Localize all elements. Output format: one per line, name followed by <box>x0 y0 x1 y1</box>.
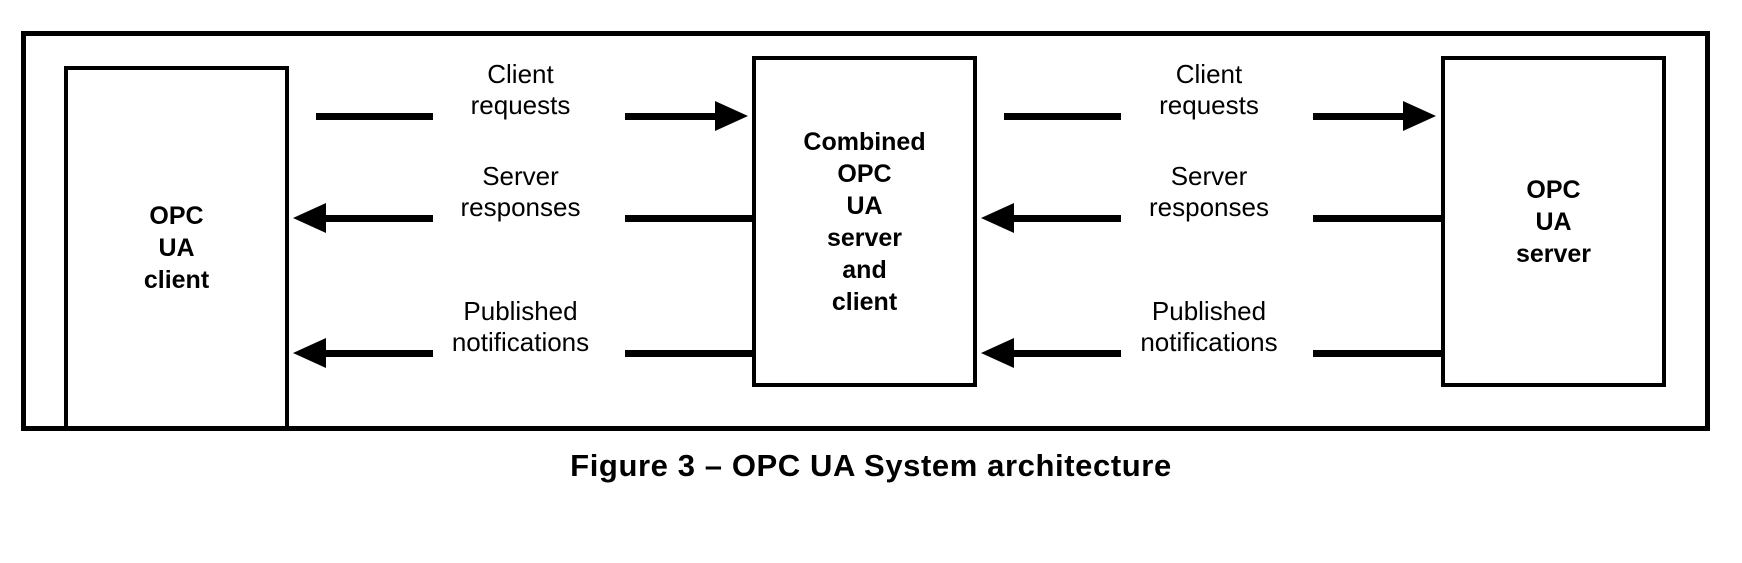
node-label-line: client <box>831 287 898 316</box>
figure-caption: Figure 3 – OPC UA System architecture <box>570 448 1172 483</box>
flow-server-responses-left: Server responses <box>289 161 753 271</box>
node-label-line: Combined <box>803 127 926 156</box>
flow-label-line: Client <box>1175 59 1243 89</box>
node-label-line: UA <box>1535 207 1572 236</box>
node-label-line: OPC <box>149 202 204 230</box>
node-label-line: OPC <box>1526 175 1581 204</box>
flow-client-requests-right: Client requests <box>977 59 1441 169</box>
flow-label-line: Server <box>1170 161 1248 191</box>
node-label-line: client <box>143 266 210 294</box>
arrowhead-left-icon <box>981 338 1014 368</box>
flow-label-line: Server <box>482 161 559 191</box>
flow-published-notifications-left: Published notifications <box>289 296 753 406</box>
flow-line-segment <box>1313 113 1403 120</box>
flow-label-line: Client <box>487 59 554 89</box>
flow-line-segment <box>1014 215 1121 222</box>
flow-line-segment <box>326 350 433 357</box>
node-opc-ua-client: OPC UA client <box>64 66 289 430</box>
node-label-line: UA <box>846 191 883 220</box>
node-opc-ua-server: OPC UA server <box>1441 56 1666 387</box>
flow-published-notifications-right: Published notifications <box>977 296 1441 406</box>
flow-line-segment <box>1014 350 1121 357</box>
flow-client-requests-left: Client requests <box>289 59 752 169</box>
flow-line-segment <box>316 113 433 120</box>
arrowhead-right-icon <box>715 101 748 131</box>
flow-label-published-notifications: Published notifications <box>977 296 1441 357</box>
flow-label-published-notifications: Published notifications <box>289 296 752 357</box>
flow-label-line: Published <box>1151 296 1267 326</box>
node-label-line: server <box>826 223 903 252</box>
flow-label-line: Published <box>463 296 578 326</box>
flow-line-segment <box>1313 350 1441 357</box>
flow-line-segment <box>625 113 715 120</box>
arrowhead-left-icon <box>293 203 326 233</box>
flow-label-server-responses: Server responses <box>977 161 1441 222</box>
arrowhead-left-icon <box>981 203 1014 233</box>
flow-line-segment <box>625 350 753 357</box>
flow-label-server-responses: Server responses <box>289 161 752 222</box>
node-label-line: and <box>842 255 887 284</box>
node-combined-opc-ua-server-and-client: Combined OPC UA server and client <box>752 56 977 387</box>
flow-line-segment <box>1004 113 1121 120</box>
flow-server-responses-right: Server responses <box>977 161 1441 271</box>
node-label-line: server <box>1515 239 1592 268</box>
node-label-line: OPC <box>837 159 892 188</box>
flow-label-client-requests: Client requests <box>289 59 752 120</box>
flow-line-segment <box>326 215 433 222</box>
arrowhead-right-icon <box>1403 101 1436 131</box>
flow-line-segment <box>1313 215 1441 222</box>
flow-line-segment <box>625 215 753 222</box>
flow-label-client-requests: Client requests <box>977 59 1441 120</box>
node-label-line: UA <box>158 234 195 262</box>
arrowhead-left-icon <box>293 338 326 368</box>
